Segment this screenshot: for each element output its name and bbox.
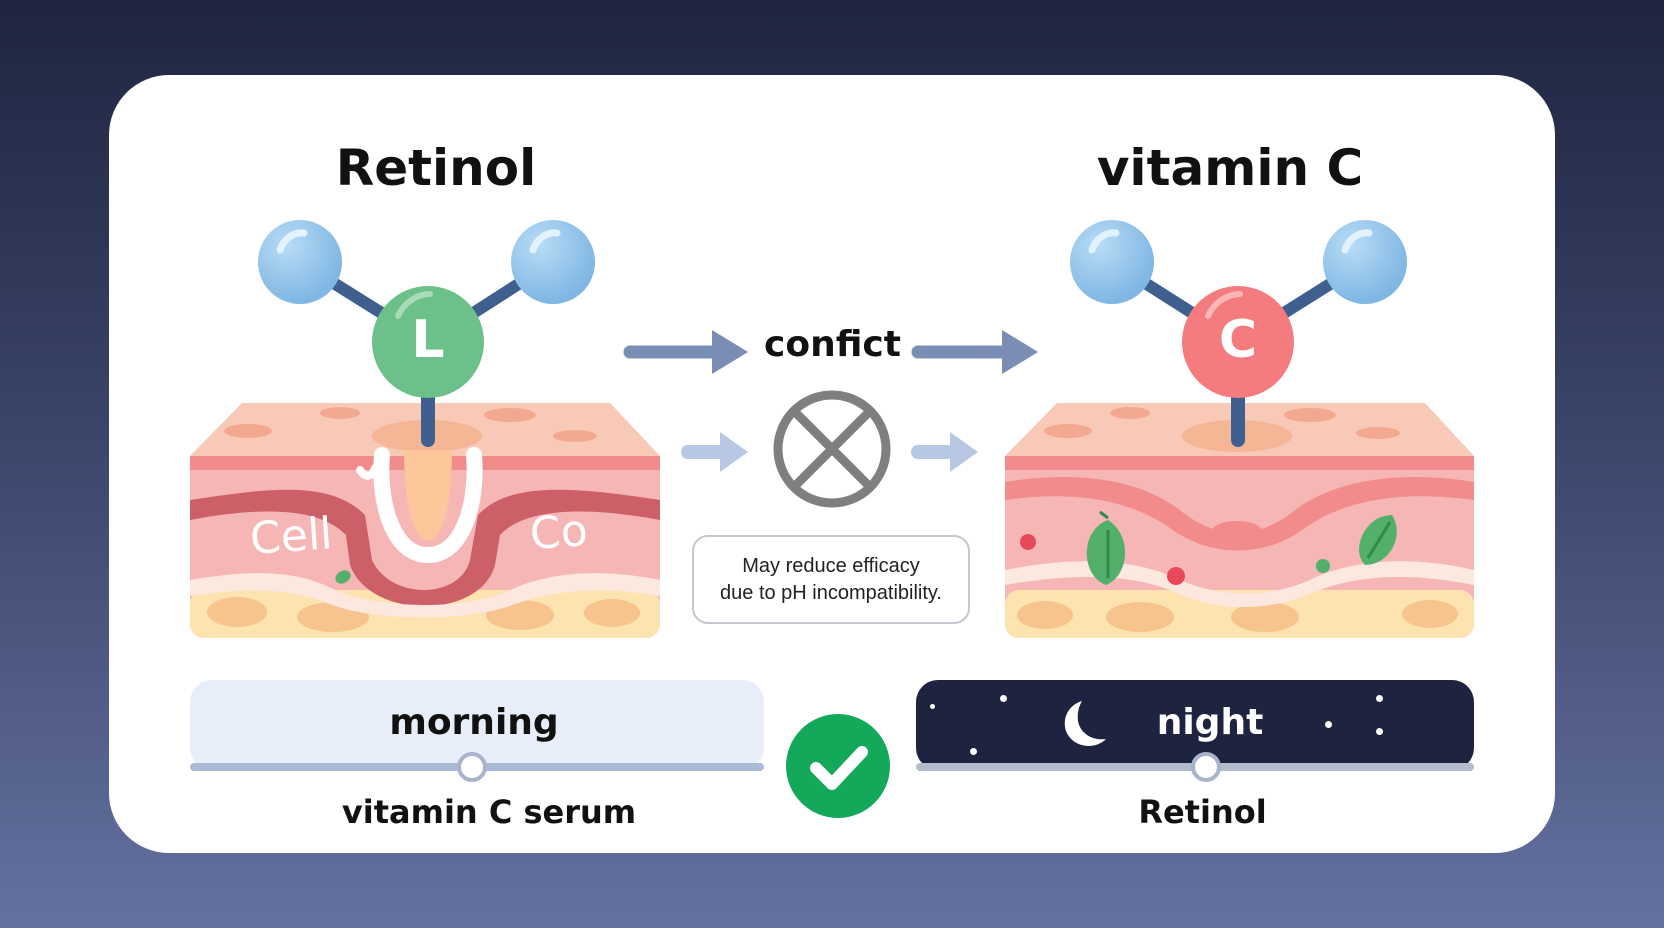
morning-label: morning [389, 702, 559, 743]
cell-organelle-icon [335, 570, 351, 584]
star-icon [1000, 695, 1007, 702]
star-icon [930, 704, 935, 709]
night-label: night [1156, 702, 1264, 743]
checkmark-icon [786, 714, 890, 818]
right-skin-block [1005, 403, 1474, 638]
morning-product: vitamin C serum [341, 793, 637, 831]
night-slider-knob [1191, 752, 1221, 782]
star-icon [1376, 728, 1383, 735]
star-icon [1376, 695, 1383, 702]
arrow-icon [623, 330, 1038, 472]
night-product: Retinol [1138, 793, 1267, 831]
vitamin-c-atom-letter: C [1218, 310, 1258, 370]
incompatibility-note: May reduce efficacy due to pH incompatib… [692, 535, 970, 624]
morning-slider-knob [457, 752, 487, 782]
retinol-molecule-icon [258, 220, 595, 447]
conflict-label: confict [764, 324, 901, 365]
tissue-co-text: Co [528, 505, 590, 560]
star-icon [970, 748, 977, 755]
vitamin-c-title: vitamin C [1096, 139, 1364, 197]
left-skin-block [190, 403, 660, 638]
prohibit-icon [773, 390, 891, 508]
note-line-1: May reduce efficacy [742, 554, 920, 577]
note-line-2: due to pH incompatibility. [720, 581, 942, 604]
retinol-title: Retinol [335, 139, 537, 197]
vitamin-c-molecule-icon [1070, 220, 1407, 447]
star-icon [1325, 721, 1332, 728]
moon-icon [1064, 701, 1106, 746]
retinol-atom-letter: L [411, 310, 445, 370]
tissue-cell-text: Cell [248, 508, 334, 565]
